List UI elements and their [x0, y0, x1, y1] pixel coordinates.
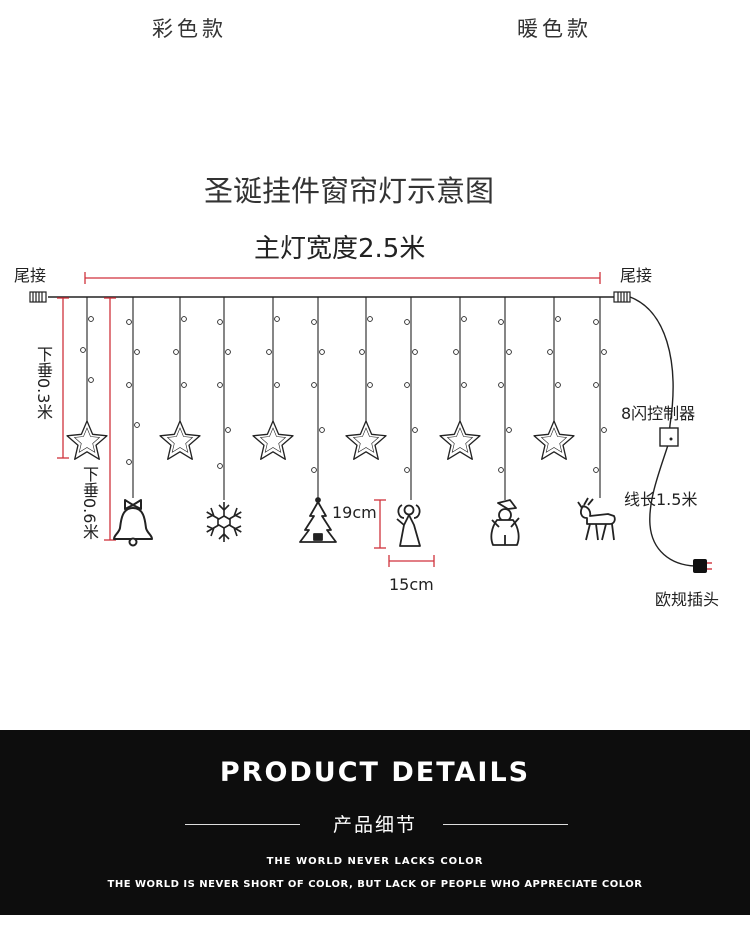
- product-details-banner: [0, 730, 750, 915]
- santa-icon: [490, 499, 520, 546]
- product-details-title: PRODUCT DETAILS: [219, 757, 531, 788]
- plug-label: 欧规插头: [655, 590, 720, 609]
- drop-long-label: 下垂0.6米: [80, 466, 99, 540]
- main-width-label: 主灯宽度2.5米: [254, 234, 426, 264]
- width-15cm-label: 15cm: [389, 575, 434, 594]
- height-19cm-dimension: [374, 499, 386, 549]
- power-cable: [629, 296, 696, 567]
- height-19cm-label: 19cm: [332, 503, 377, 522]
- controller-box: [659, 427, 679, 447]
- star-icons: [66, 420, 575, 460]
- tail-connector-left-label: 尾接: [14, 266, 47, 285]
- star-icon: [533, 420, 575, 460]
- snowflake-icon: [206, 502, 242, 542]
- curtain-light-diagram: [29, 272, 712, 573]
- product-details-subtitle: 产品细节: [332, 814, 417, 836]
- width-dimension-line: [84, 272, 601, 284]
- drop-long-dimension: [104, 297, 116, 541]
- star-icon: [345, 420, 387, 460]
- tagline-primary: THE WORLD NEVER LACKS COLOR: [266, 856, 484, 867]
- left-end-connector: [29, 291, 47, 303]
- hanging-strands: [86, 297, 601, 500]
- width-15cm-dimension: [388, 555, 435, 567]
- reindeer-icon: [577, 497, 616, 541]
- star-icon: [439, 420, 481, 460]
- warm-variant-label: 暖色款: [517, 17, 592, 41]
- bell-icon: [113, 499, 153, 547]
- led-bulbs: [80, 316, 607, 473]
- tagline-secondary: THE WORLD IS NEVER SHORT OF COLOR, BUT L…: [107, 879, 643, 890]
- eu-plug-icon: [693, 559, 712, 573]
- divider-left: [185, 824, 300, 825]
- diagram-title: 圣诞挂件窗帘灯示意图: [204, 174, 495, 208]
- divider-right: [443, 824, 568, 825]
- angel-icon: [396, 504, 421, 547]
- star-icon: [252, 420, 294, 460]
- star-icon: [66, 420, 108, 460]
- tail-connector-right-label: 尾接: [620, 266, 653, 285]
- drop-short-label: 下垂0.3米: [34, 346, 53, 420]
- color-variant-label: 彩色款: [152, 17, 227, 41]
- controller-label: 8闪控制器: [621, 404, 696, 423]
- drop-short-dimension: [57, 297, 69, 459]
- right-end-connector: [613, 291, 631, 303]
- christmas-tree-icon: [299, 497, 337, 543]
- star-icon: [159, 420, 201, 460]
- cable-length-label: 线长1.5米: [624, 490, 698, 509]
